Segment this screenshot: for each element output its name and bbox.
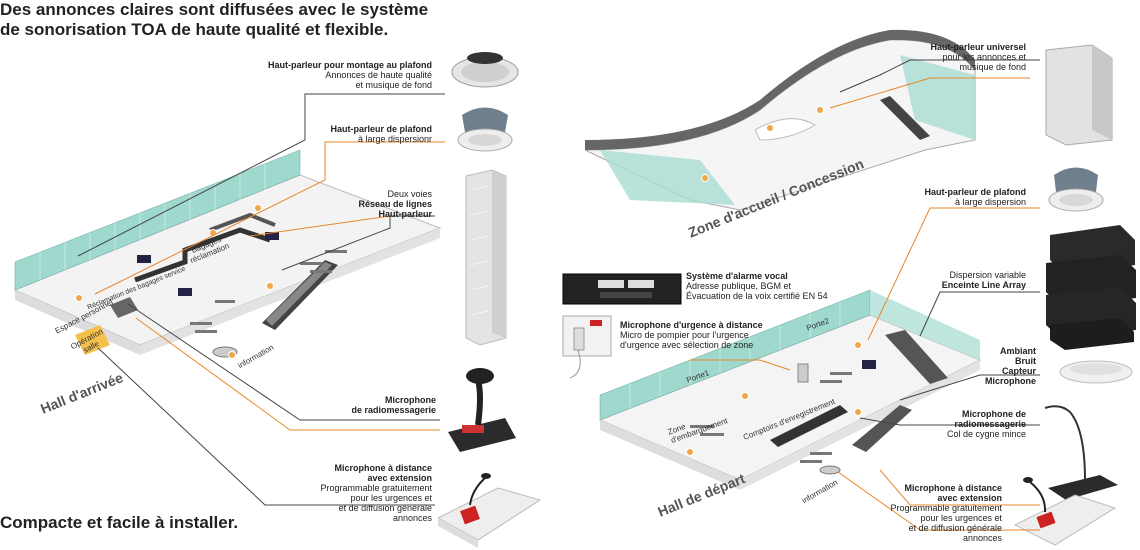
gooseneck-title1: Microphone de bbox=[961, 409, 1026, 419]
headline-line1: Des annonces claires sont diffusées avec… bbox=[0, 0, 429, 19]
callout-voice-alarm-system: Système d'alarme vocal Adresse publique,… bbox=[686, 271, 866, 301]
line-array-column-image bbox=[465, 169, 507, 346]
wide-ceiling-title: Haut-parleur de plafond bbox=[330, 124, 432, 134]
voice-alarm-line2: Évacuation de la voix certifié EN 54 bbox=[686, 291, 828, 301]
remote-mic-line4: annonces bbox=[392, 513, 432, 523]
emergency-mic-panel-image bbox=[562, 315, 612, 379]
callout-paging-microphone: Microphone de radiomessagerie bbox=[320, 395, 436, 415]
remote-mic-right-line4: annonces bbox=[962, 533, 1002, 543]
callout-emergency-microphone: Microphone d'urgence à distance Micro de… bbox=[620, 320, 780, 350]
remote-mic-line2: pour les urgences et bbox=[350, 493, 432, 503]
line-array-enclosure-image bbox=[1046, 225, 1136, 350]
emergency-mic-line1: Micro de pompier pour l'urgence bbox=[620, 330, 749, 340]
remote-microphone-right-image bbox=[1013, 477, 1117, 546]
gooseneck-line1: Col de cygne mince bbox=[946, 429, 1026, 439]
callout-wide-ceiling-speaker-right: Haut-parleur de plafond à large dispersi… bbox=[900, 187, 1026, 207]
universal-line2: musique de fond bbox=[959, 62, 1026, 72]
tagline: Compacte et facile à installer. bbox=[0, 513, 239, 532]
remote-mic-title2: avec extension bbox=[367, 473, 432, 483]
paging-mic-title1: Microphone bbox=[385, 395, 436, 405]
gooseneck-paging-mic-image bbox=[1044, 405, 1118, 500]
ceiling-speaker-image bbox=[451, 52, 519, 88]
callout-ceiling-mount-speaker: Haut-parleur pour montage au plafond Ann… bbox=[250, 60, 432, 90]
universal-line1: pour les annonces et bbox=[942, 52, 1026, 62]
arrival-hall-illustration bbox=[13, 149, 442, 359]
reception-zone-illustration bbox=[584, 29, 976, 211]
callout-wide-ceiling-speaker: Haut-parleur de plafond à large dispersi… bbox=[290, 124, 432, 144]
remote-mic-title1: Microphone à distance bbox=[334, 463, 432, 473]
callout-remote-microphone: Microphone à distance avec extension Pro… bbox=[300, 463, 432, 523]
two-way-line1: Deux voies bbox=[387, 189, 432, 199]
ambient-t3: Capteur bbox=[1001, 366, 1036, 376]
callout-remote-microphone-right: Microphone à distance avec extension Pro… bbox=[870, 483, 1002, 543]
headline-line2: de sonorisation TOA de haute qualité et … bbox=[0, 20, 389, 39]
voice-alarm-title: Système d'alarme vocal bbox=[686, 271, 788, 281]
paging-microphone-image bbox=[448, 368, 516, 452]
line-array-line1: Dispersion variable bbox=[949, 270, 1026, 280]
wide-ceiling-right-title: Haut-parleur de plafond bbox=[924, 187, 1026, 197]
wide-ceiling-right-line1: à large dispersion bbox=[954, 197, 1026, 207]
headline: Des annonces claires sont diffusées avec… bbox=[0, 0, 460, 40]
wide-ceiling-line1: à large dispersionr bbox=[357, 134, 432, 144]
wide-ceiling-speaker-right-image bbox=[1048, 167, 1104, 212]
ambient-t2: Bruit bbox=[1015, 356, 1036, 366]
remote-mic-line1: Programmable gratuitement bbox=[320, 483, 432, 493]
emergency-mic-line2: d'urgence avec sélection de zone bbox=[620, 340, 754, 350]
callout-gooseneck-paging-mic: Microphone de radiomessagerie Col de cyg… bbox=[900, 409, 1026, 439]
gooseneck-title2: radiomessagerie bbox=[954, 419, 1026, 429]
remote-mic-right-title1: Microphone à distance bbox=[904, 483, 1002, 493]
voice-alarm-system-image bbox=[562, 273, 682, 305]
two-way-title2: Haut-parleur bbox=[378, 209, 432, 219]
callout-ambient-noise-sensor: Ambiant Bruit Capteur Microphone bbox=[950, 346, 1036, 386]
remote-mic-right-title2: avec extension bbox=[937, 493, 1002, 503]
remote-mic-line3: et de diffusion générale bbox=[338, 503, 432, 513]
ceiling-mount-title: Haut-parleur pour montage au plafond bbox=[267, 60, 432, 70]
emergency-mic-title: Microphone d'urgence à distance bbox=[620, 320, 763, 330]
universal-speaker-image bbox=[1045, 44, 1113, 146]
voice-alarm-line1: Adresse publique, BGM et bbox=[686, 281, 792, 291]
remote-mic-right-line3: et de diffusion générale bbox=[908, 523, 1002, 533]
ambient-noise-sensor-image bbox=[1059, 360, 1133, 384]
two-way-title1: Réseau de lignes bbox=[358, 199, 432, 209]
remote-mic-right-line1: Programmable gratuitement bbox=[890, 503, 1002, 513]
ceiling-mount-line1: Annonces de haute qualité bbox=[325, 70, 432, 80]
departure-hall-illustration bbox=[598, 289, 982, 490]
line-array-title: Enceinte Line Array bbox=[941, 280, 1026, 290]
remote-microphone-image bbox=[436, 473, 542, 548]
callout-line-array-column: Deux voies Réseau de lignes Haut-parleur bbox=[320, 189, 432, 219]
callout-line-array-enclosure: Dispersion variable Enceinte Line Array bbox=[910, 270, 1026, 290]
ceiling-mount-line2: et musique de fond bbox=[355, 80, 432, 90]
callout-universal-speaker: Haut-parleur universel pour les annonces… bbox=[900, 42, 1026, 72]
ambient-t4: Microphone bbox=[985, 376, 1036, 386]
ambient-t1: Ambiant bbox=[1000, 346, 1036, 356]
remote-mic-right-line2: pour les urgences et bbox=[920, 513, 1002, 523]
universal-title: Haut-parleur universel bbox=[930, 42, 1026, 52]
paging-mic-title2: de radiomessagerie bbox=[351, 405, 436, 415]
wide-dispersion-speaker-image bbox=[457, 107, 513, 152]
